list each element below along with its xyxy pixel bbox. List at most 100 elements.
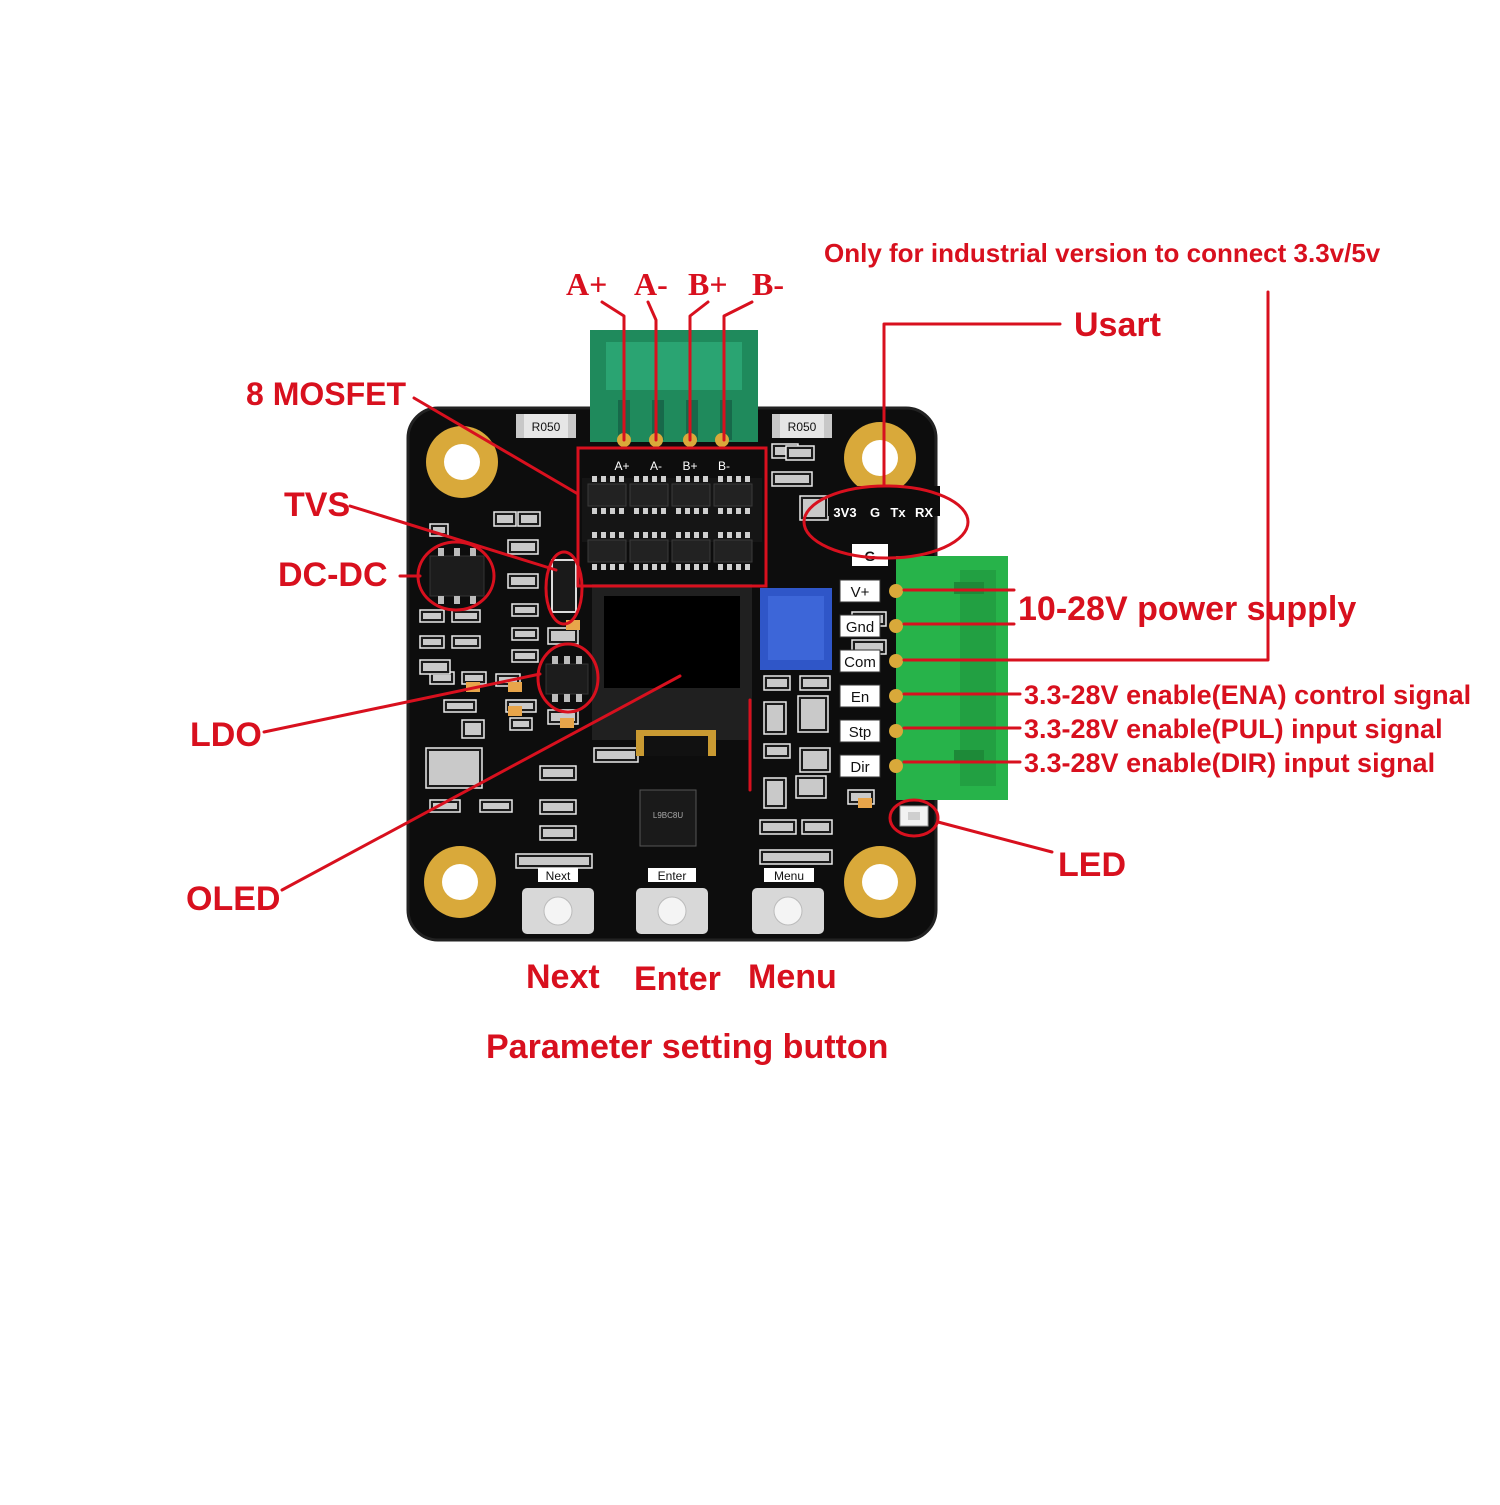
smd-part bbox=[429, 799, 461, 813]
usart-highlight bbox=[802, 484, 970, 560]
silk-a-minus: A- bbox=[650, 459, 662, 473]
power-pin-label: Gnd bbox=[846, 619, 874, 636]
smd-part bbox=[443, 699, 477, 713]
smd-part bbox=[511, 649, 539, 663]
leader-b-plus bbox=[688, 300, 710, 442]
smd-part bbox=[759, 819, 797, 835]
mosfet-highlight-box bbox=[576, 446, 768, 588]
smd-part bbox=[507, 573, 539, 589]
power-pin-vplus: V+ bbox=[839, 579, 903, 603]
mosfet-chip bbox=[587, 532, 627, 570]
mounting-hole-top-left bbox=[426, 426, 498, 498]
dcdc-label: DC-DC bbox=[278, 556, 388, 594]
mosfet-chip bbox=[629, 532, 669, 570]
usart-label: Usart bbox=[1074, 306, 1161, 344]
menu-button-label: Menu bbox=[748, 958, 837, 996]
smd-capacitor bbox=[508, 682, 522, 692]
next-button-label: Next bbox=[526, 958, 600, 996]
smd-part bbox=[509, 717, 533, 731]
smd-part bbox=[799, 495, 829, 521]
callout-lines bbox=[262, 290, 1270, 892]
silk-b-minus: B- bbox=[718, 459, 730, 473]
uart-pin-tx: Tx bbox=[890, 505, 906, 520]
oled-label: OLED bbox=[186, 880, 281, 918]
power-pin-stp: Stp bbox=[839, 719, 903, 743]
highlights bbox=[416, 446, 970, 838]
power-pin-gnd: Gnd bbox=[839, 614, 903, 638]
smd-part bbox=[507, 539, 539, 555]
power-pin-com: Com bbox=[839, 649, 903, 673]
smd-capacitor bbox=[566, 620, 580, 630]
mosfet-label: 8 MOSFET bbox=[246, 376, 407, 412]
tvs-label: TVS bbox=[284, 486, 351, 524]
motor-pin-a-plus: A+ bbox=[566, 266, 608, 302]
mosfet-array bbox=[582, 476, 762, 570]
motor-pin-b-plus: B+ bbox=[688, 266, 728, 302]
smd-part bbox=[801, 819, 833, 835]
smd-part bbox=[425, 747, 483, 789]
power-connector bbox=[896, 556, 1008, 800]
smd-part bbox=[759, 849, 833, 865]
smd-part bbox=[763, 675, 791, 691]
oled-display bbox=[592, 584, 752, 756]
smd-components bbox=[419, 443, 887, 869]
smd-capacitor bbox=[560, 718, 574, 728]
smd-part bbox=[795, 775, 827, 799]
smd-part bbox=[451, 635, 481, 649]
leader-led bbox=[936, 820, 1054, 854]
button-enter-silk: Enter bbox=[658, 869, 687, 883]
ena-signal-label: 3.3-28V enable(ENA) control signal bbox=[1024, 680, 1472, 710]
ldo-label: LDO bbox=[190, 716, 262, 754]
smd-part bbox=[799, 675, 831, 691]
leader-mosfet bbox=[412, 396, 580, 496]
resistor-right-label: R050 bbox=[788, 420, 817, 434]
motor-pin-b-minus: B- bbox=[752, 266, 784, 302]
smd-part bbox=[461, 671, 487, 685]
parameter-setting-label: Parameter setting button bbox=[486, 1028, 889, 1066]
motor-connector bbox=[590, 330, 758, 442]
led-label: LED bbox=[1058, 846, 1126, 884]
smd-part bbox=[799, 747, 831, 773]
smd-part bbox=[547, 627, 579, 645]
leader-a-minus bbox=[646, 300, 658, 442]
uart-pin-g: G bbox=[870, 505, 880, 520]
smd-part bbox=[763, 701, 787, 735]
smd-part bbox=[763, 777, 787, 809]
smd-part bbox=[511, 627, 539, 641]
power-pin-dir: Dir bbox=[839, 754, 903, 778]
smd-part bbox=[785, 445, 815, 461]
smd-capacitor bbox=[508, 706, 522, 716]
uart-pin-3v3: 3V3 bbox=[833, 505, 856, 520]
leader-usart bbox=[882, 322, 1062, 488]
button-next[interactable]: Next bbox=[522, 868, 594, 934]
pul-signal-label: 3.3-28V enable(PUL) input signal bbox=[1024, 714, 1443, 744]
industrial-note: Only for industrial version to connect 3… bbox=[824, 238, 1381, 268]
smd-part bbox=[539, 765, 577, 781]
button-enter[interactable]: Enter bbox=[636, 868, 708, 934]
dir-signal-label: 3.3-28V enable(DIR) input signal bbox=[1024, 748, 1436, 778]
smd-part bbox=[419, 635, 445, 649]
mounting-hole-top-right bbox=[844, 422, 916, 494]
smd-part bbox=[461, 719, 485, 739]
smd-part bbox=[419, 659, 451, 675]
leader-tvs bbox=[348, 504, 558, 572]
mosfet-chip bbox=[587, 476, 627, 514]
leader-ldo bbox=[262, 672, 542, 734]
led-highlight bbox=[888, 798, 940, 838]
uart-pin-rx: RX bbox=[915, 505, 933, 520]
tvs-diode bbox=[551, 559, 577, 613]
resistor-left-label: R050 bbox=[532, 420, 561, 434]
button-menu-silk: Menu bbox=[774, 869, 804, 883]
button-menu[interactable]: Menu bbox=[752, 868, 824, 934]
power-pin-label: Com bbox=[844, 654, 876, 671]
smd-part bbox=[511, 603, 539, 617]
smd-part bbox=[763, 743, 791, 759]
smd-part bbox=[515, 853, 593, 869]
silk-a-plus: A+ bbox=[614, 459, 629, 473]
smd-part bbox=[493, 511, 517, 527]
leader-industrial bbox=[902, 290, 1270, 662]
status-led bbox=[899, 805, 929, 827]
